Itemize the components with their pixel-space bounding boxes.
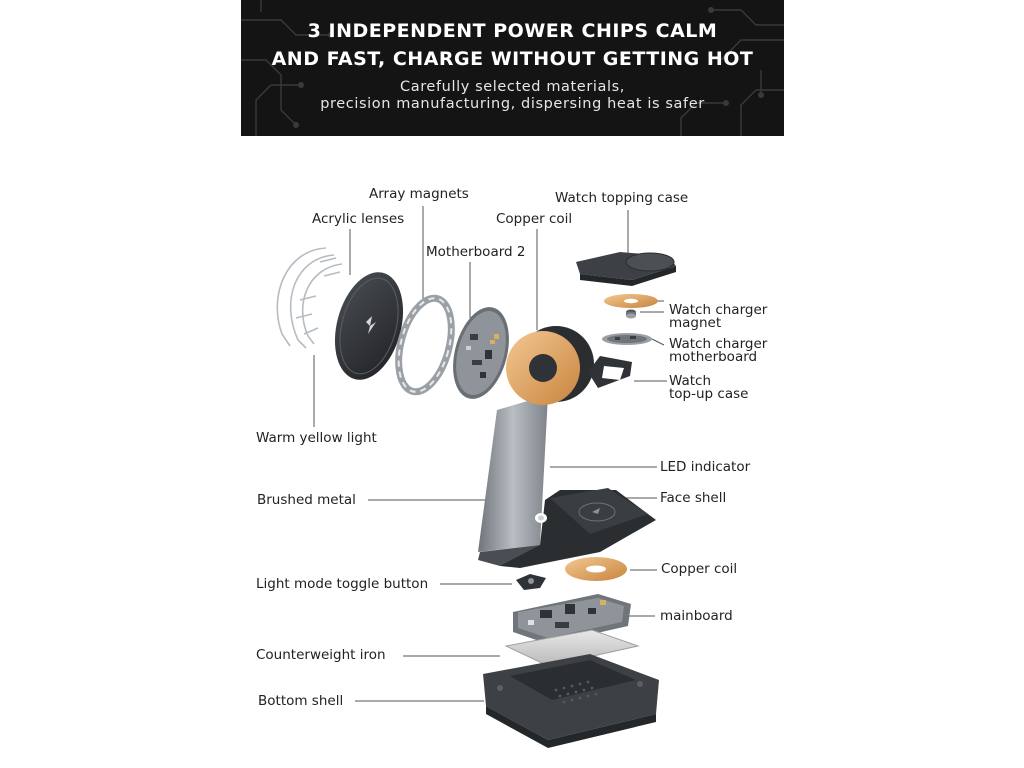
label-acrylic-lenses: Acrylic lenses xyxy=(312,211,405,227)
array-magnet-ring xyxy=(395,294,455,396)
label-watch-topup-case: Watch top-up case xyxy=(669,373,749,402)
label-light-mode-toggle-button: Light mode toggle button xyxy=(256,576,429,592)
counterweight-iron-part xyxy=(504,629,640,667)
label-watch-topup-case-line-2: top-up case xyxy=(669,386,749,402)
acrylic-lens-part xyxy=(276,247,343,349)
bottom-copper-coil-part xyxy=(565,557,627,581)
watch-copper-coil-part xyxy=(604,294,658,308)
circuit-pattern-background xyxy=(241,0,784,136)
label-face-shell: Face shell xyxy=(660,490,727,506)
label-copper-coil-bottom: Copper coil xyxy=(661,561,738,577)
toggle-button-part xyxy=(516,574,546,590)
label-watch-topup-case-line-1: Watch xyxy=(669,373,712,389)
label-mainboard: mainboard xyxy=(660,608,733,624)
label-brushed-metal: Brushed metal xyxy=(257,492,356,508)
leader-lines xyxy=(313,206,667,702)
watch-motherboard-part xyxy=(602,333,652,345)
label-watch-charger-motherboard-line-2: motherboard xyxy=(669,349,758,365)
label-watch-charger-motherboard-line-1: Watch charger xyxy=(669,336,768,352)
banner-subtitle-line-2: precision manufacturing, dispersing heat… xyxy=(320,96,705,112)
label-watch-charger-magnet-line-2: magnet xyxy=(669,315,722,331)
watch-topping-case-part xyxy=(576,252,676,286)
label-watch-charger-motherboard: Watch charger motherboard xyxy=(669,336,768,365)
label-array-magnets: Array magnets xyxy=(369,186,469,202)
label-motherboard-2: Motherboard 2 xyxy=(426,244,526,260)
label-led-indicator: LED indicator xyxy=(660,459,751,475)
label-bottom-shell: Bottom shell xyxy=(258,693,344,709)
motherboard-2-part xyxy=(453,307,509,399)
watch-magnet-part xyxy=(626,309,636,319)
label-watch-topping-case: Watch topping case xyxy=(555,190,689,206)
label-copper-coil-top: Copper coil xyxy=(496,211,573,227)
banner-title-line-2: AND FAST, CHARGE WITHOUT GETTING HOT xyxy=(271,48,754,70)
header-banner: 3 INDEPENDENT POWER CHIPS CALM AND FAST,… xyxy=(241,0,784,136)
label-watch-charger-magnet-line-1: Watch charger xyxy=(669,302,768,318)
bottom-shell-part xyxy=(483,654,659,748)
label-watch-charger-magnet: Watch charger magnet xyxy=(669,302,768,331)
label-counterweight-iron: Counterweight iron xyxy=(256,647,386,663)
mainboard-part xyxy=(513,594,631,644)
banner-title-line-1: 3 INDEPENDENT POWER CHIPS CALM xyxy=(307,20,718,42)
label-warm-yellow-light: Warm yellow light xyxy=(256,430,377,446)
charging-stand-body xyxy=(478,326,656,568)
black-lens-disc xyxy=(334,272,404,380)
banner-subtitle-line-1: Carefully selected materials, xyxy=(399,79,626,95)
